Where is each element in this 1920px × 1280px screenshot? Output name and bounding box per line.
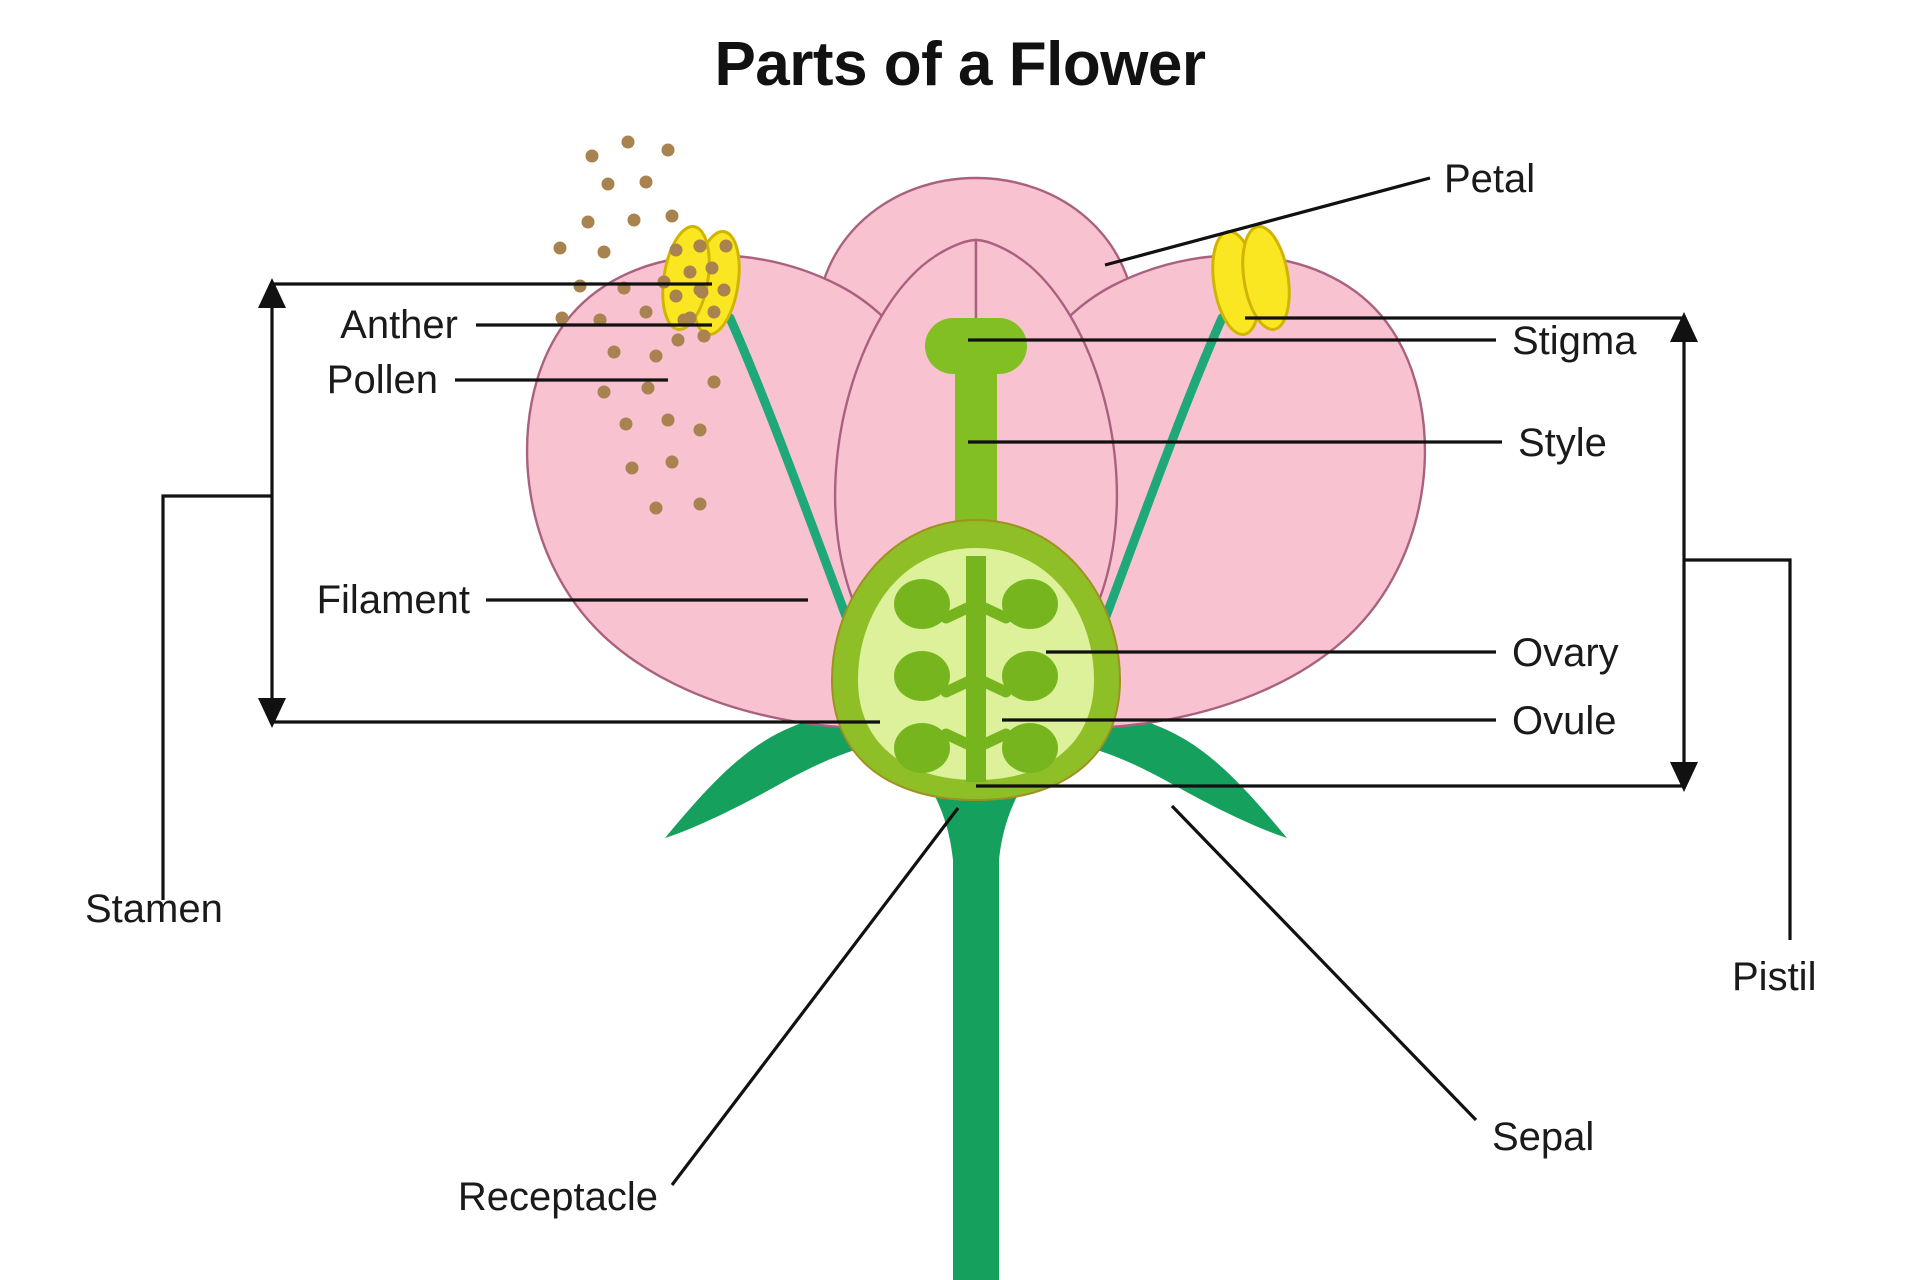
ovule (894, 723, 950, 773)
style-shape (955, 330, 997, 560)
stamen-arrow-up (258, 278, 286, 308)
anther-right-lobe-b (1241, 225, 1291, 331)
label-petal: Petal (1444, 157, 1535, 201)
label-ovule: Ovule (1512, 699, 1617, 743)
ovary-group (830, 518, 1122, 802)
pistil-measure-bracket (976, 312, 1698, 792)
label-receptacle: Receptacle (458, 1175, 658, 1219)
label-ovary: Ovary (1512, 631, 1619, 675)
ovule (1002, 723, 1058, 773)
label-filament: Filament (317, 578, 470, 622)
leader-receptacle (670, 807, 960, 1186)
label-sepal: Sepal (1492, 1115, 1594, 1159)
placenta-column (966, 556, 986, 782)
stamen-label-bracket (161, 494, 272, 900)
pistil-label-bracket (1684, 558, 1792, 940)
page-title: Parts of a Flower (714, 30, 1205, 99)
ovule-stalks (940, 598, 1012, 754)
pistil-arrow-down (1670, 762, 1698, 792)
leader-sepal (1170, 804, 1478, 1122)
ovule (1002, 579, 1058, 629)
leader-petal (1104, 176, 1431, 267)
stamen-label-bracket-path (161, 494, 272, 900)
label-anther: Anther (340, 303, 458, 347)
ovule (894, 651, 950, 701)
ovule (1002, 651, 1058, 701)
stem-shape (953, 780, 999, 1280)
label-style: Style (1518, 421, 1607, 465)
stamen-arrow-down (258, 698, 286, 728)
label-stigma: Stigma (1512, 319, 1637, 363)
ovule-set (894, 579, 1058, 773)
pistil-label-bracket-path (1684, 558, 1792, 940)
label-stamen: Stamen (85, 887, 223, 931)
label-pistil: Pistil (1732, 955, 1816, 999)
label-pollen: Pollen (327, 358, 438, 402)
flower-illustration (525, 135, 1427, 1280)
ovule (894, 579, 950, 629)
stigma-shape (925, 318, 1027, 374)
pistil-arrow-up (1670, 312, 1698, 342)
stamen-measure-bracket (258, 278, 880, 728)
